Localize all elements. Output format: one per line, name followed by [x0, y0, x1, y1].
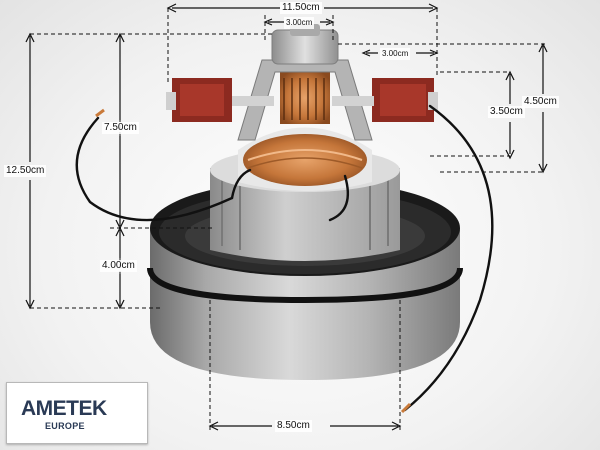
dim-top-inner-label: 3.00cm	[284, 17, 315, 29]
dim-lower-height-label: 4.00cm	[100, 260, 137, 272]
dimension-arrows	[25, 3, 548, 431]
dim-upper-height-label: 7.50cm	[102, 122, 139, 134]
brush-holder-right	[332, 78, 438, 122]
power-wires	[75, 104, 494, 412]
armature	[280, 72, 330, 124]
ametek-logo: AMETEK EUROPE	[6, 382, 148, 444]
dim-base-width-label: 8.50cm	[275, 420, 312, 432]
logo-brand-text: AMETEK	[21, 397, 107, 420]
dim-bracket-height-label: 3.50cm	[488, 106, 525, 118]
wire-tip	[95, 108, 412, 414]
dim-total-height-label: 12.50cm	[4, 165, 47, 177]
brush-holder-left	[166, 78, 274, 122]
logo-region-text: EUROPE	[45, 421, 85, 431]
dim-top-width-label: 11.50cm	[280, 2, 322, 14]
dim-right-height-label: 4.50cm	[522, 96, 559, 108]
top-bracket	[237, 24, 373, 141]
field-coil	[238, 127, 372, 191]
dim-right-inner-label: 3.00cm	[380, 48, 411, 60]
